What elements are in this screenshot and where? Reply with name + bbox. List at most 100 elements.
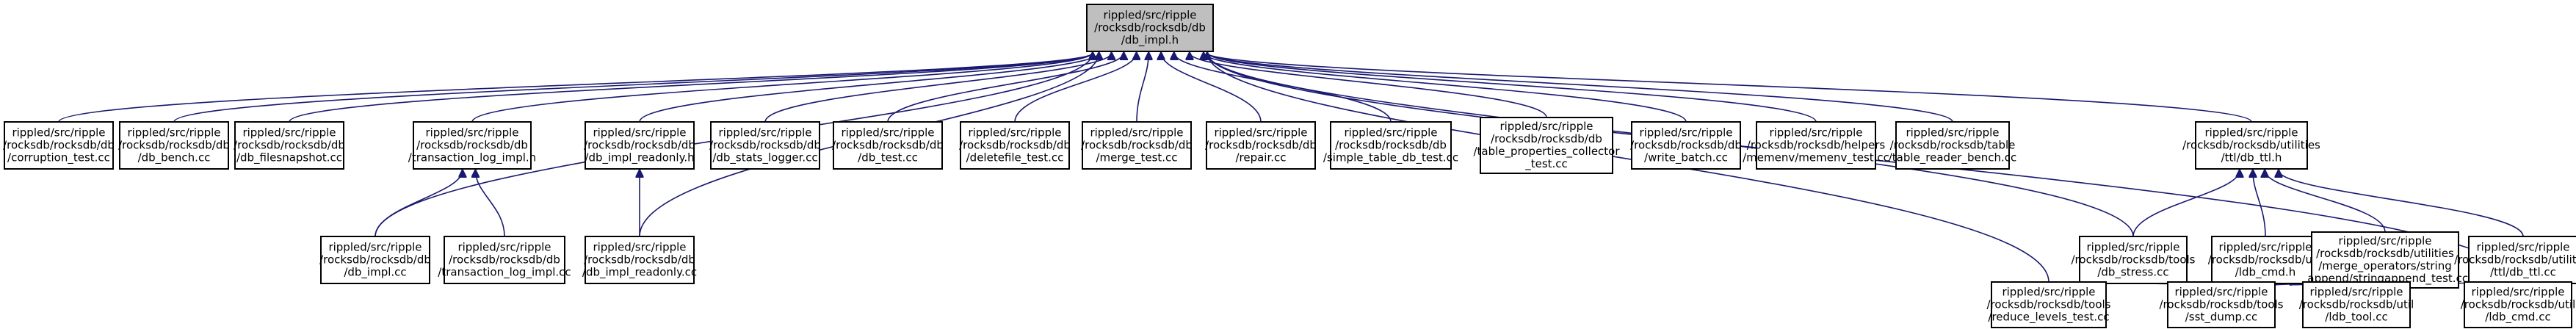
node-box: [2167, 281, 2276, 328]
node-label-line: /rocksdb/rocksdb/db: [584, 139, 695, 152]
node-label-line: /corruption_test.cc: [7, 151, 110, 165]
file-node-deletefile-test[interactable]: rippled/src/ripple/rocksdb/rocksdb/db/de…: [959, 121, 1071, 170]
include-edge-write_batch-to-db_impl_h: [1204, 53, 1687, 123]
node-label-line: /rocksdb/rocksdb/db: [1335, 139, 1447, 152]
file-node-simple-table-db-test[interactable]: rippled/src/ripple/rocksdb/rocksdb/db/si…: [1323, 121, 1458, 170]
node-box: [2302, 281, 2411, 328]
node-label-line: /rocksdb/rocksdb/db: [584, 253, 695, 267]
node-box: [585, 236, 695, 284]
include-edge-stringappend_test-to-db_ttl_h: [2265, 170, 2386, 233]
node-label-line: /db_stress.cc: [2097, 266, 2168, 280]
node-label-line: /rocksdb/rocksdb/db: [832, 139, 944, 152]
include-edge-db_impl_readonly_h-to-db_impl_h: [639, 53, 1099, 123]
node-label-line: rippled/src/ripple: [1906, 126, 1999, 140]
node-label-line: /ttl/db_ttl.h: [2221, 151, 2282, 165]
node-label-line: /rocksdb/rocksdb/utilities: [2454, 253, 2576, 267]
file-node-ldb-tool[interactable]: rippled/src/ripple/rocksdb/rocksdb/util/…: [2299, 281, 2414, 328]
file-node-db-impl-h[interactable]: rippled/src/ripple/rocksdb/rocksdb/db/db…: [1086, 4, 1214, 52]
node-label-line: /transaction_log_impl.h: [408, 151, 536, 165]
include-edge-db_bench-to-db_impl_h: [173, 53, 1093, 123]
edge-line: [471, 53, 1093, 123]
node-label-line: /rocksdb/rocksdb/tools: [1987, 298, 2111, 311]
file-node-table-reader-bench[interactable]: rippled/src/ripple/rocksdb/rocksdb/table…: [1889, 121, 2017, 170]
node-label-line: /rocksdb/rocksdb/db: [319, 253, 431, 267]
include-edge-memenv_test-to-db_impl_h: [1207, 53, 1817, 123]
edge-line: [1207, 53, 2049, 283]
include-edge-table_reader_bench-to-db_impl_h: [1207, 53, 1953, 123]
node-label-line: /rocksdb/rocksdb/utilities: [2316, 247, 2454, 260]
file-node-ldb-cmd-cc[interactable]: rippled/src/ripple/rocksdb/rocksdb/util/…: [2461, 281, 2576, 328]
node-label-line: rippled/src/ripple: [1769, 126, 1862, 140]
edge-line: [2132, 170, 2240, 237]
node-label-line: /rocksdb/rocksdb/util: [2208, 253, 2323, 267]
node-label-line: /merge_operators/string: [2318, 259, 2452, 273]
node-label-line: rippled/src/ripple: [1344, 126, 1437, 140]
node-box: [413, 121, 532, 170]
node-label-line: /db_test.cc: [858, 151, 918, 165]
node-label-line: /db_impl.cc: [344, 266, 406, 280]
file-node-db-bench[interactable]: rippled/src/ripple/rocksdb/rocksdb/db/db…: [118, 121, 230, 170]
include-edge-db_stats_logger-to-db_impl_h: [764, 53, 1112, 123]
node-label-line: /rocksdb/rocksdb/db: [959, 139, 1071, 152]
node-box: [833, 121, 943, 170]
node-label-line: _test.cc: [1524, 157, 1568, 171]
node-box: [1082, 121, 1192, 170]
edge-line: [58, 53, 1093, 123]
file-node-ldb-cmd-h[interactable]: rippled/src/ripple/rocksdb/rocksdb/util/…: [2208, 236, 2323, 284]
node-label-line: /db_filesnapshot.cc: [236, 151, 342, 165]
file-node-corruption-test[interactable]: rippled/src/ripple/rocksdb/rocksdb/db/co…: [3, 121, 115, 170]
file-node-transaction-log-impl-cc[interactable]: rippled/src/ripple/rocksdb/rocksdb/db/tr…: [438, 236, 571, 284]
edge-line: [289, 53, 1093, 123]
edge-line: [2253, 170, 2266, 237]
node-label-line: /ttl/db_ttl.cc: [2490, 266, 2556, 280]
file-node-write-batch[interactable]: rippled/src/ripple/rocksdb/rocksdb/db/wr…: [1630, 121, 1742, 170]
file-node-db-ttl-cc[interactable]: rippled/src/ripple/rocksdb/rocksdb/utili…: [2454, 236, 2576, 284]
node-box: [2468, 236, 2576, 284]
edge-line: [173, 53, 1093, 123]
node-label-line: rippled/src/ripple: [2471, 286, 2564, 299]
edge-line: [375, 170, 463, 237]
node-label-line: /rocksdb/rocksdb/utilities: [2182, 139, 2320, 152]
node-label-line: /ldb_tool.cc: [2325, 311, 2387, 325]
node-label-line: /rocksdb/rocksdb/db: [1094, 21, 1206, 35]
file-node-db-stats-logger[interactable]: rippled/src/ripple/rocksdb/rocksdb/db/db…: [709, 121, 821, 170]
file-node-db-impl-readonly-h[interactable]: rippled/src/ripple/rocksdb/rocksdb/db/db…: [584, 121, 695, 170]
node-label-line: rippled/src/ripple: [841, 126, 934, 140]
file-node-db-ttl-h[interactable]: rippled/src/ripple/rocksdb/rocksdb/utili…: [2182, 121, 2320, 170]
edge-line: [1207, 53, 1817, 123]
file-node-merge-test[interactable]: rippled/src/ripple/rocksdb/rocksdb/db/me…: [1081, 121, 1193, 170]
file-node-db-filesnapshot[interactable]: rippled/src/ripple/rocksdb/rocksdb/db/db…: [234, 121, 345, 170]
file-node-db-test[interactable]: rippled/src/ripple/rocksdb/rocksdb/db/db…: [832, 121, 944, 170]
file-node-repair[interactable]: rippled/src/ripple/rocksdb/rocksdb/db/re…: [1205, 121, 1317, 170]
node-label-line: rippled/src/ripple: [2086, 241, 2179, 254]
file-node-memenv-test[interactable]: rippled/src/ripple/rocksdb/rocksdb/helpe…: [1743, 121, 1889, 170]
file-node-db-stress[interactable]: rippled/src/ripple/rocksdb/rocksdb/tools…: [2072, 236, 2196, 284]
node-label-line: /db_bench.cc: [138, 151, 211, 165]
node-label-line: /rocksdb/rocksdb/db: [1205, 139, 1317, 152]
node-box: [234, 121, 344, 170]
node-label-line: /db_stats_logger.cc: [712, 151, 817, 165]
node-label-line: rippled/src/ripple: [425, 126, 518, 140]
file-node-transaction-log-impl-h[interactable]: rippled/src/ripple/rocksdb/rocksdb/db/tr…: [408, 121, 536, 170]
file-node-sst-dump[interactable]: rippled/src/ripple/rocksdb/rocksdb/tools…: [2160, 281, 2284, 328]
node-box: [2464, 281, 2572, 328]
node-label-line: /rocksdb/rocksdb/tools: [2160, 298, 2284, 311]
file-node-db-impl-cc[interactable]: rippled/src/ripple/rocksdb/rocksdb/db/db…: [319, 236, 431, 284]
node-label-line: rippled/src/ripple: [127, 126, 220, 140]
node-label-line: /memenv/memenv_test.cc: [1743, 151, 1889, 165]
file-node-table-properties-collector-test[interactable]: rippled/src/ripple/rocksdb/rocksdb/db/ta…: [1473, 117, 1620, 174]
edge-line: [764, 53, 1112, 123]
node-label-line: /sst_dump.cc: [2185, 311, 2258, 325]
node-box: [2211, 236, 2320, 284]
file-node-reduce-levels-test[interactable]: rippled/src/ripple/rocksdb/rocksdb/tools…: [1987, 281, 2111, 328]
include-edge-merge_test-to-db_impl_h: [1136, 53, 1148, 123]
node-label-line: /rocksdb/rocksdb/db: [416, 139, 528, 152]
node-label-line: rippled/src/ripple: [718, 126, 811, 140]
node-label-line: /table_reader_bench.cc: [1889, 151, 2017, 165]
node-label-line: /rocksdb/rocksdb/db: [1630, 139, 1742, 152]
file-node-stringappend-test[interactable]: rippled/src/ripple/rocksdb/rocksdb/utili…: [2301, 231, 2468, 289]
file-node-db-impl-readonly-cc[interactable]: rippled/src/ripple/rocksdb/rocksdb/db/db…: [582, 236, 697, 284]
include-edge-deletefile_test-to-db_impl_h: [1014, 53, 1137, 123]
include-edge-db_stress-to-db_ttl_h: [2132, 170, 2240, 237]
